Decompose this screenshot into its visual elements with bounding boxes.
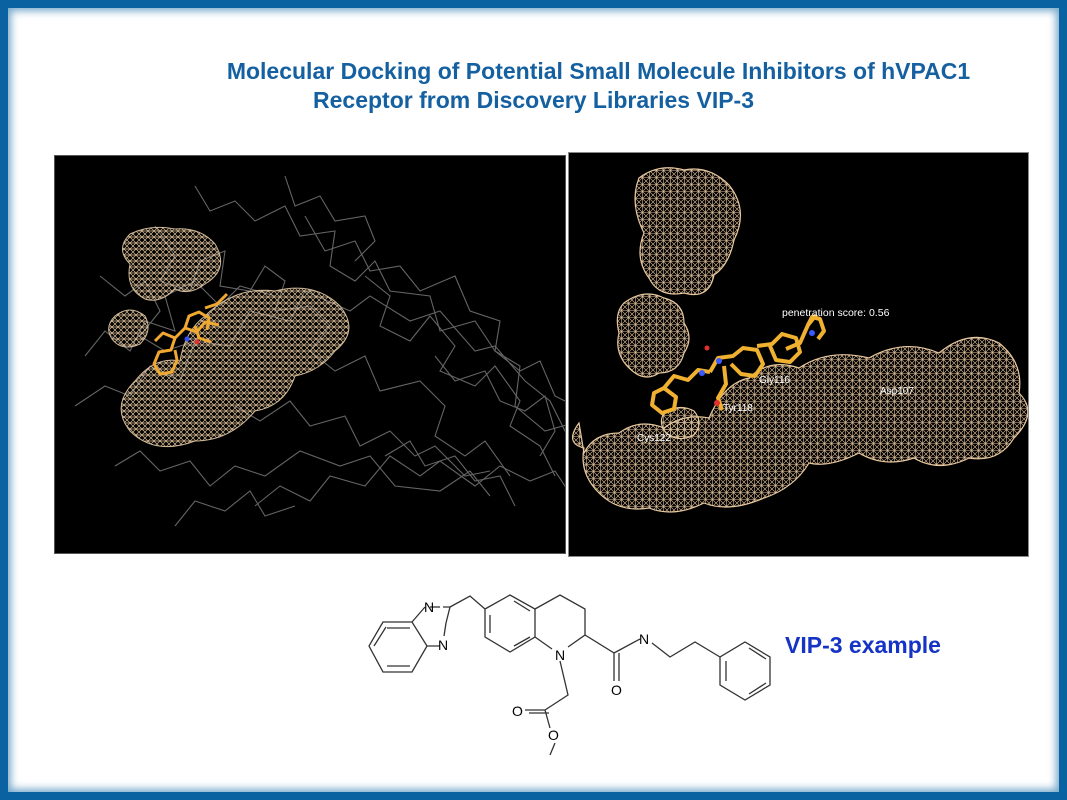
example-label: VIP-3 example: [785, 632, 941, 658]
atom-label-n: N: [438, 637, 449, 653]
atom-label-o: O: [512, 703, 523, 719]
penetration-score-label: penetration score: 0.56: [782, 307, 890, 319]
pocket-mesh-graphic: [572, 167, 1028, 513]
atom-label-n: N: [639, 631, 650, 647]
binding-pocket-image: penetration score: 0.56 Gly116 Asp107 Ty…: [568, 152, 1029, 557]
atom-label-o: O: [548, 727, 559, 743]
protein-wireframe-graphic: [74, 175, 565, 527]
residue-label-tyr118: Tyr118: [723, 403, 753, 414]
slide-title: Molecular Docking of Potential Small Mol…: [0, 57, 1067, 115]
atom-label-n: N: [424, 599, 435, 615]
residue-label-gly116: Gly116: [759, 375, 790, 386]
residue-label-cys122: Cys122: [637, 433, 671, 444]
vip3-structure-graphic: [368, 594, 771, 756]
residue-label-asp107: Asp107: [880, 386, 914, 397]
chemical-structure-diagram: N N N N O O O: [340, 585, 780, 765]
protein-overview-image: [54, 155, 566, 554]
atom-label-n: N: [555, 647, 566, 663]
atom-label-o: O: [611, 682, 622, 698]
title-line-2: Receptor from Discovery Libraries VIP-3: [313, 87, 754, 113]
title-line-1: Molecular Docking of Potential Small Mol…: [226, 58, 971, 84]
